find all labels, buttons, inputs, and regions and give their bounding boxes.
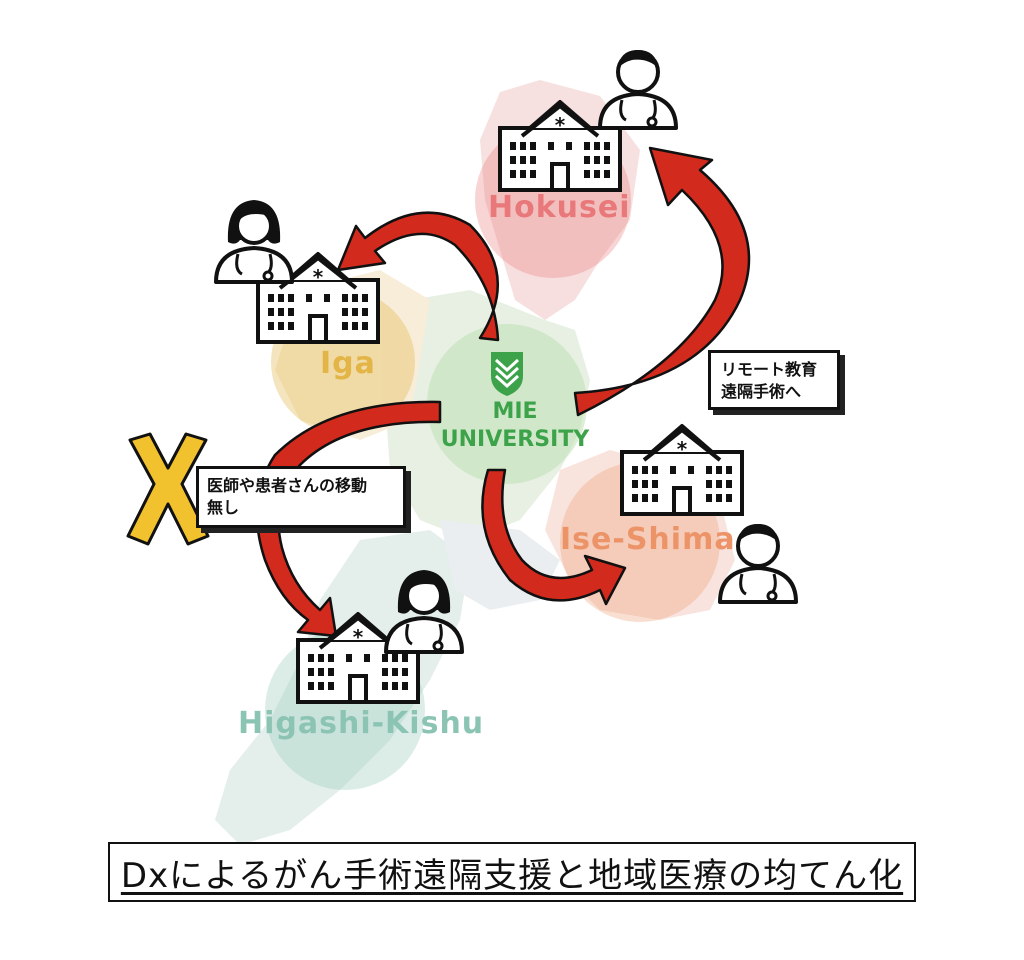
callout-no-travel: 医師や患者さんの移動 無し xyxy=(196,466,406,528)
arrows xyxy=(255,146,751,638)
callout-remote-line2: 遠隔手術へ xyxy=(721,382,802,401)
callout-remote: リモート教育 遠隔手術へ xyxy=(708,350,840,410)
callout-no-travel-line2: 無し xyxy=(207,498,240,517)
hospital-ise-shima-icon xyxy=(620,424,744,516)
arrow-to-hokusei xyxy=(573,146,751,417)
doctor-hokusei-icon xyxy=(598,48,678,130)
x-mark-icon xyxy=(126,432,210,546)
caption-box: Dxによるがん手術遠隔支援と地域医療の均てん化 xyxy=(108,842,916,902)
university-circle xyxy=(427,324,587,484)
callout-remote-line1: リモート教育 xyxy=(721,360,818,379)
arrow-to-ise-shima xyxy=(481,468,627,606)
label-ise-shima: Ise-Shima xyxy=(560,522,736,557)
callout-no-travel-line1: 医師や患者さんの移動 xyxy=(207,476,368,495)
university-line2: UNIVERSITY xyxy=(440,427,590,452)
university-line1: MIE xyxy=(492,399,538,424)
label-higashi-kishu: Higashi-Kishu xyxy=(238,706,485,741)
doctor-iga-icon xyxy=(214,198,294,284)
university-label: MIE UNIVERSITY xyxy=(430,398,600,454)
university-logo-icon xyxy=(491,352,523,396)
arrow-to-higashi-kishu xyxy=(255,400,442,638)
label-iga: Iga xyxy=(320,346,376,381)
arrow-to-iga xyxy=(336,211,500,342)
caption-text: Dxによるがん手術遠隔支援と地域医療の均てん化 xyxy=(120,855,904,896)
label-hokusei: Hokusei xyxy=(488,190,631,225)
